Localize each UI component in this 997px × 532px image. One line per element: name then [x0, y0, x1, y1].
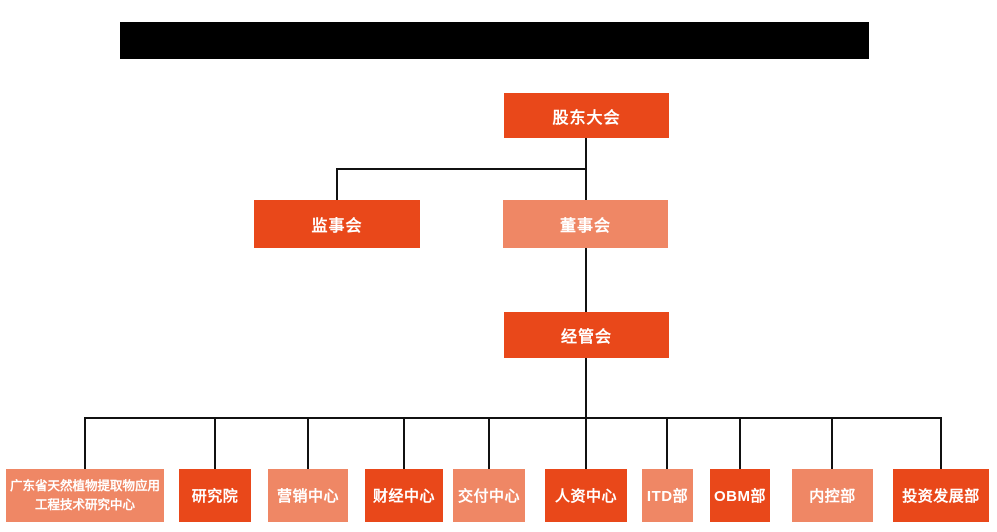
connector-line: [585, 138, 587, 168]
redacted-title-bar: [120, 22, 869, 59]
node-department-itd: ITD部: [642, 469, 693, 522]
connector-line: [336, 168, 338, 200]
node-label: OBM部: [714, 488, 766, 505]
node-supervisory-board: 监事会: [254, 200, 420, 248]
connector-line: [585, 168, 587, 200]
node-label: 内控部: [809, 488, 856, 505]
connector-line: [585, 248, 587, 312]
node-department-obm: OBM部: [710, 469, 770, 522]
node-label: 投资发展部: [902, 488, 980, 505]
node-label: 财经中心: [372, 488, 435, 505]
node-label: 研究院: [191, 488, 239, 505]
connector-line: [84, 417, 86, 469]
node-department-internal-control: 内控部: [792, 469, 873, 522]
node-management-committee: 经管会: [504, 312, 669, 358]
node-department-marketing-center: 营销中心: [268, 469, 348, 522]
node-label: 营销中心: [276, 488, 339, 505]
node-label: 广东省天然植物提取物应用工程技术研究中心: [9, 478, 160, 512]
node-department-hr-center: 人资中心: [545, 469, 627, 522]
connector-line: [85, 417, 942, 419]
connector-line: [307, 417, 309, 469]
node-label: 董事会: [559, 218, 611, 235]
connector-line: [488, 417, 490, 469]
connector-line: [666, 417, 668, 469]
node-department-finance-center: 财经中心: [365, 469, 443, 522]
connector-line: [336, 168, 587, 170]
connector-line: [739, 417, 741, 469]
connector-line: [585, 358, 587, 417]
connector-line: [585, 417, 587, 469]
connector-line: [940, 417, 942, 469]
node-department-delivery-center: 交付中心: [453, 469, 525, 522]
connector-line: [831, 417, 833, 469]
node-label: 人资中心: [554, 488, 617, 505]
node-shareholders-meeting: 股东大会: [504, 93, 669, 138]
node-department-investment-development: 投资发展部: [893, 469, 989, 522]
node-department-research-center: 广东省天然植物提取物应用工程技术研究中心: [6, 469, 164, 522]
node-label: ITD部: [646, 488, 689, 505]
node-label: 经管会: [560, 329, 612, 346]
connector-line: [403, 417, 405, 469]
node-label: 监事会: [311, 218, 363, 235]
connector-line: [214, 417, 216, 469]
node-label: 股东大会: [552, 109, 621, 127]
node-department-research-institute: 研究院: [179, 469, 251, 522]
node-label: 交付中心: [457, 488, 520, 505]
node-board-of-directors: 董事会: [503, 200, 668, 248]
